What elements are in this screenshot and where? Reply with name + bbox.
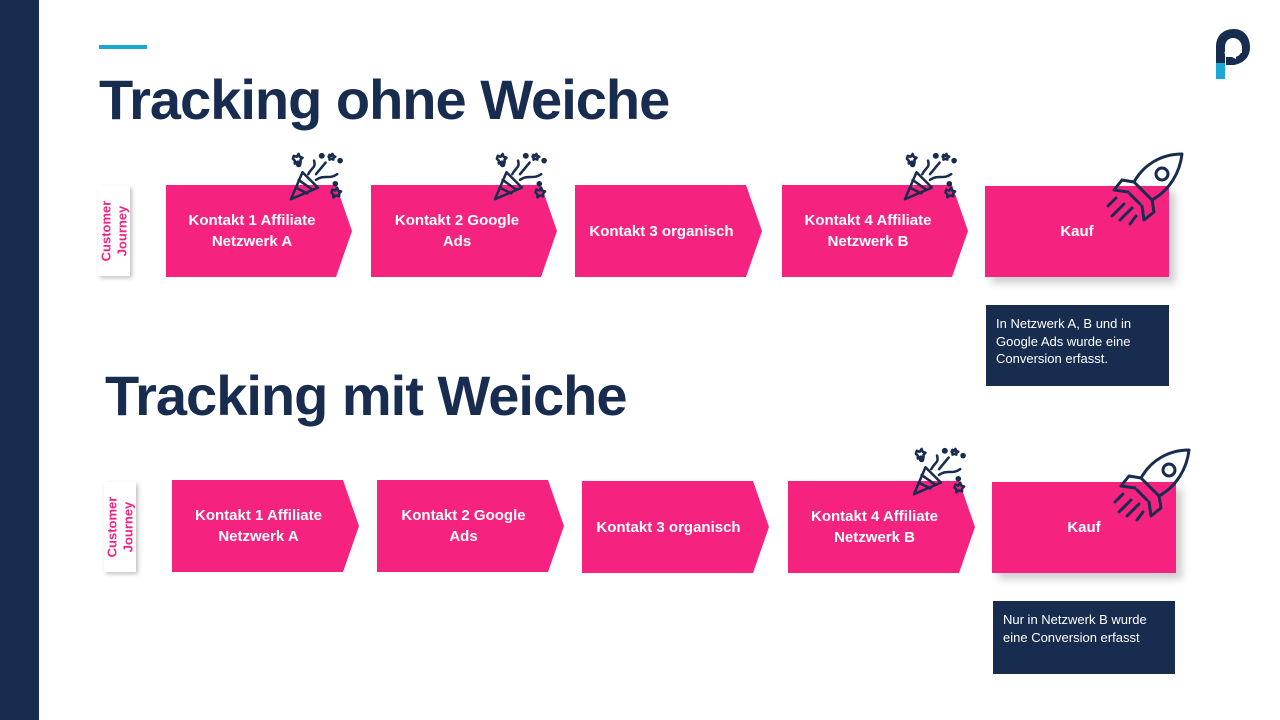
section-1-title: Tracking ohne Weiche <box>99 68 670 131</box>
party-popper-icon <box>287 151 345 205</box>
rocket-icon <box>1113 446 1193 526</box>
party-popper-icon <box>910 446 968 500</box>
party-popper-icon <box>491 151 549 205</box>
title-accent-line <box>99 45 147 49</box>
arrow-p-logo-icon <box>1212 27 1252 81</box>
rocket-icon <box>1106 150 1186 230</box>
journey-step-3: Kontakt 3 organisch <box>575 185 762 277</box>
party-popper-icon <box>901 151 959 205</box>
conversion-note: In Netzwerk A, B und in Google Ads wurde… <box>986 305 1169 386</box>
conversion-note: Nur in Netzwerk B wurde eine Conversion … <box>993 601 1175 674</box>
section-2-title: Tracking mit Weiche <box>105 364 627 427</box>
left-sidebar-bar <box>0 0 39 720</box>
journey-step-3: Kontakt 3 organisch <box>582 481 769 573</box>
